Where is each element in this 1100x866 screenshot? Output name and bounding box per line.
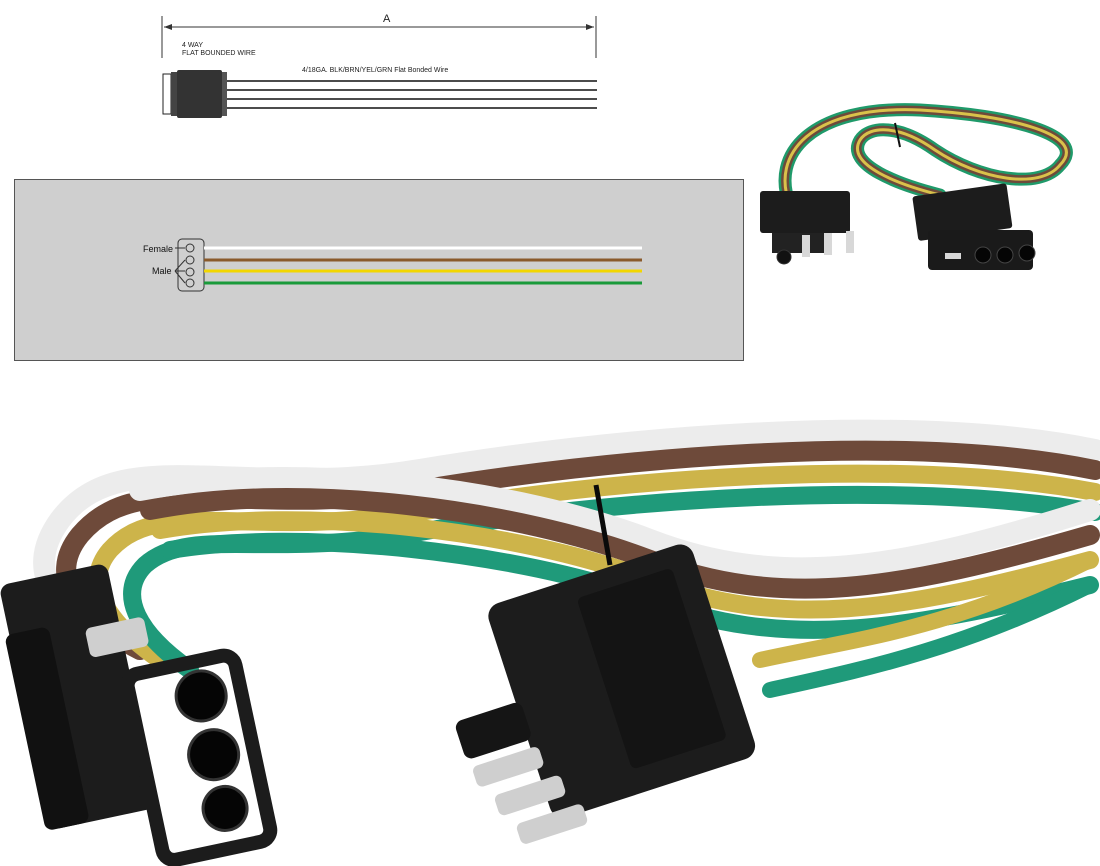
drawing-title-line1: 4 WAY bbox=[182, 42, 204, 49]
product-photo-large bbox=[0, 419, 1100, 866]
wire-spec-label: 4/18GA. BLK/BRN/YEL/GRN Flat Bonded Wire bbox=[302, 67, 449, 74]
male-label: Male bbox=[152, 266, 172, 276]
schematic-wires bbox=[174, 238, 642, 292]
drawing-lines bbox=[161, 16, 597, 118]
product-photo-small bbox=[760, 103, 1073, 270]
drawing-title-line2: FLAT BOUNDED WIRE bbox=[182, 50, 256, 57]
female-label: Female bbox=[143, 244, 174, 254]
dimension-label: A bbox=[383, 13, 391, 25]
